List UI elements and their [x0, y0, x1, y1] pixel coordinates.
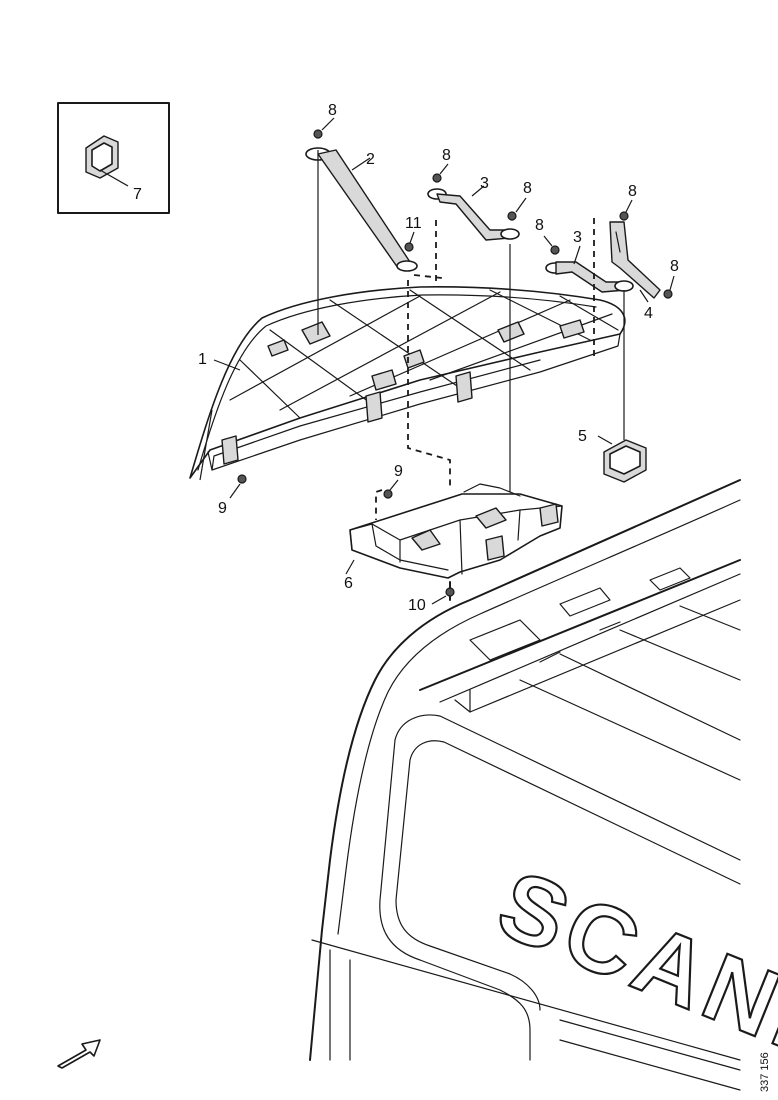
- bracket-part-3-upper: 3: [427, 175, 520, 241]
- assembly-guide-lines: [375, 218, 595, 520]
- callout-5: 5: [578, 428, 587, 445]
- callout-3-upper: 3: [480, 175, 489, 192]
- mounting-plate-part-6: 6: [344, 483, 563, 592]
- direction-arrow-icon: [57, 1039, 101, 1069]
- bracket-part-3-lower: 3: [545, 229, 634, 293]
- clip-part-5: 5: [578, 290, 647, 483]
- bracket-part-4: 4: [609, 221, 661, 322]
- callout-9-b: 9: [394, 463, 403, 480]
- truck-cab-body: SCANIA: [309, 479, 778, 1100]
- callout-8-e: 8: [628, 183, 637, 200]
- callout-8-c: 8: [523, 180, 532, 197]
- callout-4: 4: [644, 305, 653, 322]
- callout-6: 6: [344, 575, 353, 592]
- callout-8-f: 8: [670, 258, 679, 275]
- drawing-number: 337 156: [759, 1052, 771, 1092]
- detail-inset-part-7: 7: [57, 102, 170, 214]
- callout-8-a: 8: [328, 102, 337, 119]
- callout-9-a: 9: [218, 500, 227, 517]
- callout-11: 11: [405, 215, 422, 232]
- bracket-part-2: 2: [305, 147, 418, 335]
- callout-7: 7: [133, 186, 142, 203]
- cab-logo-text: SCANIA: [484, 850, 778, 1100]
- callout-8-b: 8: [442, 147, 451, 164]
- callout-1: 1: [198, 351, 207, 368]
- fasteners: 8 8 8 8 8 8 11 9 9 10: [218, 102, 679, 614]
- callout-3-lower: 3: [573, 229, 582, 246]
- callout-10: 10: [408, 597, 426, 614]
- callout-2: 2: [366, 151, 375, 168]
- callout-8-d: 8: [535, 217, 544, 234]
